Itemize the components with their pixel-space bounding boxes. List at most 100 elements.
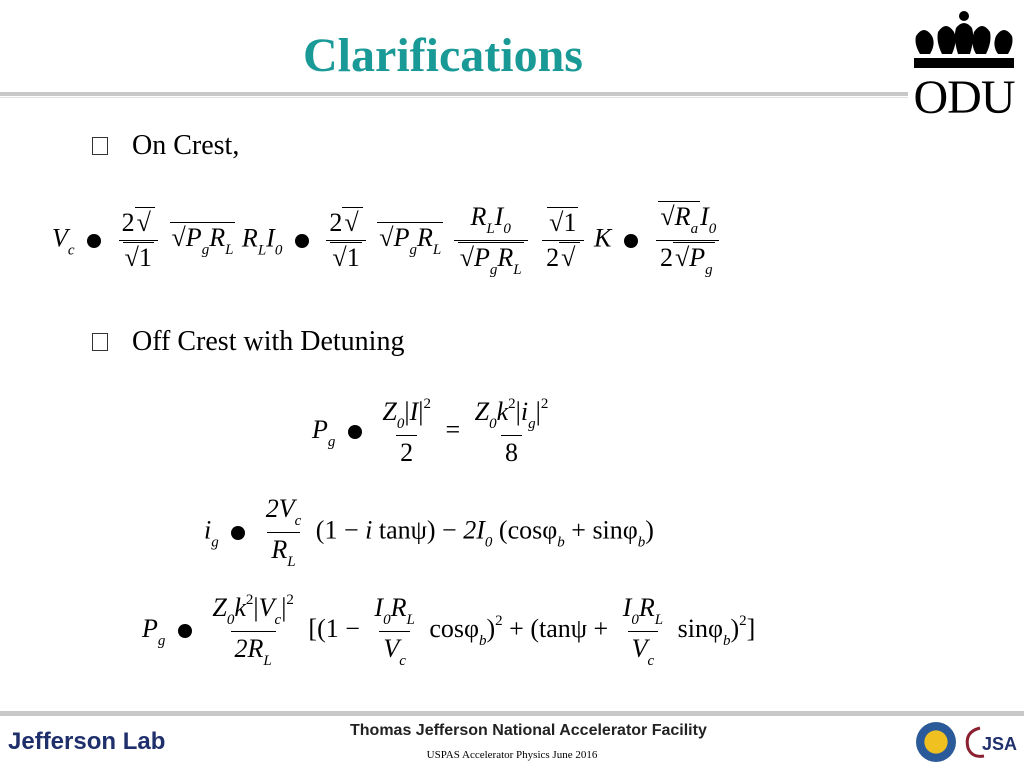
eq-function: tan (378, 515, 411, 545)
eq-subscript: g (201, 242, 210, 259)
eq-symbol: R (497, 243, 514, 272)
sqrt-symbol (342, 207, 363, 237)
equation-power: Pg Z0|I|2 2 = Z0k2|ig|2 8 (312, 396, 556, 468)
eq-subscript: g (409, 242, 417, 259)
fraction: Z0k2|ig|2 8 (474, 396, 549, 467)
bullet-icon (92, 137, 108, 155)
eq-symbol: K (594, 223, 612, 253)
eq-symbol: R (470, 202, 487, 231)
eq-symbol: Z (382, 397, 397, 426)
fraction: 2Vc RL (262, 494, 306, 571)
eq-number: 1 (138, 243, 152, 272)
eq-symbol: R (209, 223, 226, 253)
fraction: 2 1 (325, 207, 366, 273)
eq-subscript: L (486, 221, 495, 237)
eq-subscript: 0 (708, 221, 717, 237)
eq-number: 1 (346, 243, 360, 272)
eq-symbol: Z (212, 593, 227, 622)
eq-subscript: 0 (226, 612, 235, 628)
eq-symbol: V (258, 593, 275, 622)
relation-symbol (347, 425, 362, 439)
sqrt-symbol: PgRL (377, 222, 444, 258)
fraction: 1 2 (542, 207, 584, 273)
sqrt-symbol: 1 (122, 242, 154, 272)
eq-subscript: 0 (383, 611, 391, 628)
eq-symbol: P (312, 414, 328, 444)
eq-subscript: g (489, 262, 498, 278)
eq-symbol: 2V (265, 494, 295, 523)
odu-logo-text: ODU (913, 71, 1016, 124)
eq-subscript: c (294, 513, 302, 529)
fraction: 2 1 (118, 207, 159, 273)
eq-subscript: 0 (396, 416, 405, 432)
eq-symbol: R (416, 223, 433, 253)
eq-subscript: g (327, 433, 336, 450)
sqrt-symbol: PgRL (457, 242, 524, 278)
jsa-logo-text: JSA (982, 734, 1017, 754)
eq-superscript: 2 (508, 396, 516, 412)
bullet-on-crest: On Crest, (88, 130, 239, 162)
fraction: I0RL Vc (619, 593, 667, 670)
sqrt-symbol: PgRL (169, 222, 236, 258)
eq-function: cos (507, 515, 543, 545)
eq-subscript: c (647, 652, 655, 669)
eq-function: cos (429, 613, 464, 643)
eq-subscript: L (263, 653, 272, 669)
eq-symbol: 2R (234, 634, 264, 663)
equation-power-detuned: Pg Z0k2|Vc|2 2RL [(1 − I0RL Vc cosφb)2 +… (142, 592, 756, 670)
title-divider (0, 92, 908, 96)
eq-subscript: L (654, 611, 664, 628)
eq-function: tan (539, 613, 571, 643)
eq-symbol: k (234, 593, 246, 622)
eq-subscript: 0 (484, 534, 493, 551)
eq-superscript: 2 (423, 396, 431, 412)
eq-number: 2 (659, 243, 673, 272)
fraction: RLI0 PgRL (453, 202, 528, 279)
eq-subscript: L (432, 242, 442, 259)
fraction: Z0k2|Vc|2 2RL (212, 592, 294, 669)
title-divider-thin (0, 97, 908, 98)
fraction: I0RL Vc (370, 593, 418, 670)
eq-number: 1 (325, 613, 339, 643)
eq-number: 2 (546, 243, 560, 272)
eq-subscript: g (211, 534, 219, 551)
footer-divider (0, 711, 1024, 716)
eq-subscript: c (67, 242, 75, 259)
eq-subscript: b (722, 632, 731, 649)
eq-symbol: P (473, 243, 490, 272)
fraction: RaI0 2Pg (654, 201, 720, 279)
eq-symbol: P (185, 223, 202, 253)
eq-subscript: g (705, 262, 713, 278)
slide-title: Clarifications (303, 29, 583, 82)
relation-symbol (623, 233, 638, 248)
eq-symbol: R (271, 535, 288, 564)
eq-superscript: 2 (540, 396, 549, 412)
eq-superscript: 2 (245, 592, 254, 608)
eq-symbol: I (266, 223, 275, 253)
eq-symbol: I (622, 592, 632, 622)
equals-sign: = (445, 414, 461, 444)
jefferson-lab-logo: Jefferson Lab (8, 728, 166, 755)
relation-symbol (294, 233, 309, 248)
eq-function: sin (592, 515, 623, 545)
eq-superscript: 2 (495, 612, 503, 629)
facility-name: Thomas Jefferson National Accelerator Fa… (350, 722, 707, 739)
eq-subscript: c (274, 612, 282, 628)
sqrt-symbol (559, 242, 580, 272)
jsa-logo: JSA (965, 726, 1017, 758)
bullet-icon (92, 333, 108, 351)
equation-on-crest: Vc 2 1 PgRL RLI0 2 1 PgRL RLI0 PgRL 1 2 … (52, 201, 724, 279)
eq-symbol: R (390, 592, 407, 622)
sqrt-symbol: Pg (672, 242, 715, 278)
eq-symbol: P (142, 613, 158, 643)
eq-number: 2 (400, 438, 414, 467)
eq-subscript: g (157, 632, 166, 649)
eq-symbol: R (674, 202, 691, 231)
eq-subscript: b (557, 534, 565, 551)
eq-symbol: R (241, 223, 258, 253)
sqrt-symbol: 1 (330, 242, 362, 272)
eq-number: 2 (121, 208, 135, 237)
eq-symbol: V (631, 633, 648, 663)
eq-symbol: I (374, 592, 384, 622)
eq-subscript: L (513, 262, 522, 278)
